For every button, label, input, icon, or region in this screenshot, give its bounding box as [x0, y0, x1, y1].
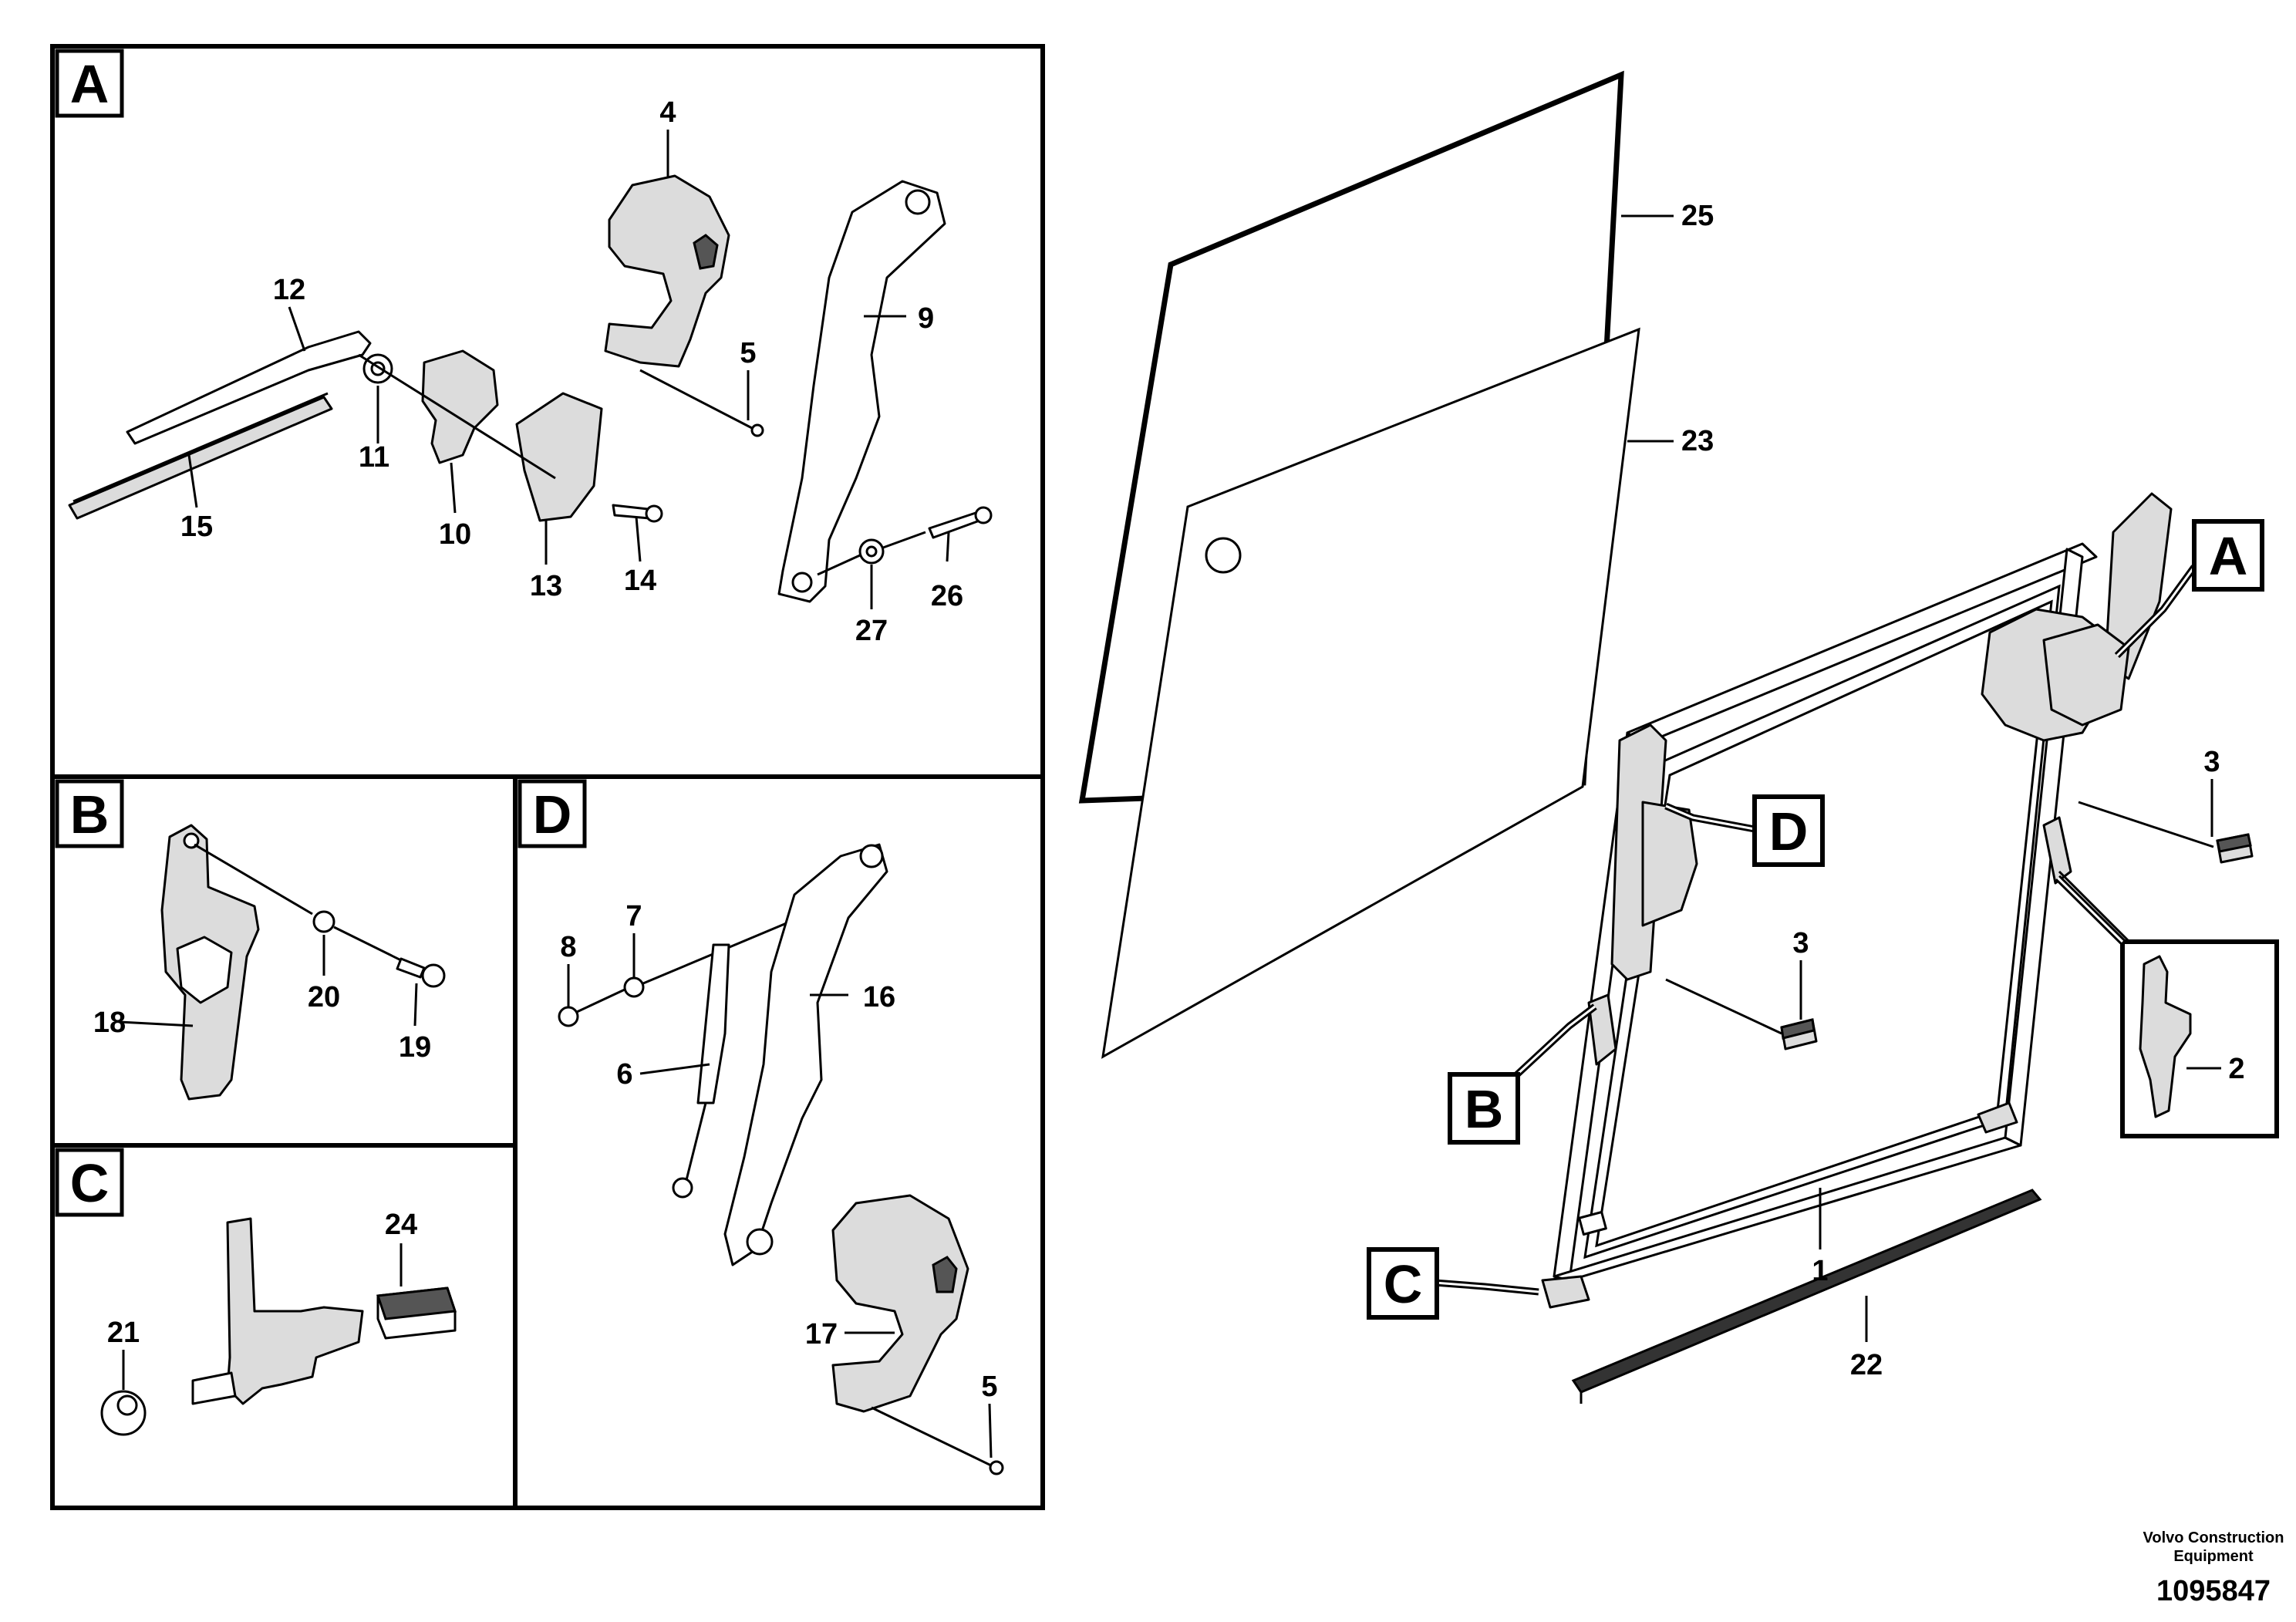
callout-d-letter: D [1769, 801, 1809, 862]
label-27: 27 [855, 615, 888, 647]
screw-19 [396, 957, 426, 979]
washer-7 [623, 976, 645, 998]
callout-a-letter: A [2209, 526, 2248, 586]
cover-13 [515, 392, 603, 522]
washer-20 [312, 910, 335, 933]
callout-b-letter: B [1465, 1079, 1504, 1139]
label-26: 26 [931, 580, 963, 612]
panel-d-letter: D [533, 784, 572, 845]
wiper-motor-10 [421, 349, 499, 464]
panel-a-leaders [187, 130, 950, 609]
label-5: 5 [740, 337, 756, 369]
bracket-9 [777, 180, 946, 603]
glass-pane-23 [1101, 327, 1640, 1059]
main-leaders [1434, 214, 2221, 1342]
panel-c-letter: C [70, 1153, 110, 1213]
label-19: 19 [399, 1031, 431, 1064]
latch-bracket [226, 1217, 364, 1405]
callout-d: D [1752, 794, 1825, 867]
callout-c: C [1367, 1247, 1439, 1320]
label-1: 1 [1812, 1255, 1828, 1287]
panel-b-labels: 18 20 19 [93, 981, 431, 1064]
label-16: 16 [863, 981, 895, 1013]
panel-b-letter-box: B [55, 779, 124, 848]
label-10: 10 [439, 518, 471, 551]
panel-d-drawings [558, 843, 1004, 1475]
wiper-blade-15 [68, 396, 333, 520]
gas-strut-6 [696, 943, 730, 1104]
handle-2 [2139, 955, 2192, 1118]
callout-c-letter: C [1384, 1254, 1423, 1314]
bolt-26 [928, 511, 981, 539]
company-name-line1: Volvo Construction [2143, 1529, 2284, 1546]
panel-b-drawings [119, 824, 446, 1101]
label-20: 20 [308, 981, 340, 1013]
pad-3-right [2216, 833, 2254, 864]
label-15: 15 [180, 511, 213, 543]
main-labels: 25 23 3 3 2 1 22 [1681, 200, 2245, 1381]
label-4: 4 [659, 96, 676, 129]
motor-cover-4 [604, 174, 730, 368]
label-7: 7 [625, 900, 642, 932]
label-12: 12 [273, 274, 305, 306]
bolt-14 [612, 504, 651, 520]
label-24: 24 [385, 1209, 417, 1241]
panel-c-letter-box: C [55, 1148, 124, 1217]
panel-c-drawings [100, 1217, 457, 1436]
panel-d-letter-box: D [518, 779, 587, 848]
panel-a-labels: 4 12 5 9 11 15 10 13 14 27 26 [180, 96, 963, 647]
label-9: 9 [918, 302, 934, 335]
callout-b: B [1448, 1072, 1520, 1145]
label-3-center: 3 [1792, 927, 1809, 959]
label-23: 23 [1681, 425, 1714, 457]
wiper-arm-12 [126, 330, 372, 445]
label-13: 13 [530, 570, 562, 602]
panel-b-letter: B [70, 784, 110, 845]
label-22: 22 [1850, 1349, 1883, 1381]
label-5b: 5 [981, 1371, 997, 1403]
panel-a-letter-box: A [55, 49, 124, 118]
footer: Volvo Construction Equipment 1095847 [2143, 1529, 2284, 1607]
panel-a-letter: A [70, 54, 110, 114]
panel-frames [50, 44, 1045, 1510]
label-14: 14 [624, 565, 656, 597]
panel-a-drawings [68, 174, 993, 603]
label-18: 18 [93, 1007, 126, 1039]
label-25: 25 [1681, 200, 1714, 232]
label-8: 8 [560, 931, 576, 963]
callout-a: A [2192, 519, 2264, 592]
panel-c-labels: 24 21 [107, 1209, 417, 1349]
washer-8 [558, 1006, 579, 1027]
seal-strip-22 [1571, 1189, 2042, 1404]
screw-5 [989, 1460, 1004, 1475]
cover-17 [831, 1194, 969, 1413]
handle-detail-box [2120, 939, 2279, 1138]
label-3-right: 3 [2203, 746, 2220, 778]
company-name-line2: Equipment [2173, 1548, 2254, 1565]
door-frame-1 [1541, 492, 2173, 1309]
drawing-number: 1095847 [2156, 1575, 2271, 1607]
label-17: 17 [805, 1318, 838, 1351]
label-6: 6 [616, 1058, 632, 1091]
label-2: 2 [2228, 1053, 2244, 1085]
panel-d-labels: 8 7 16 6 17 5 [560, 900, 997, 1403]
pad-3-center [1780, 1018, 1818, 1050]
label-11: 11 [359, 441, 389, 474]
label-21: 21 [107, 1317, 140, 1349]
